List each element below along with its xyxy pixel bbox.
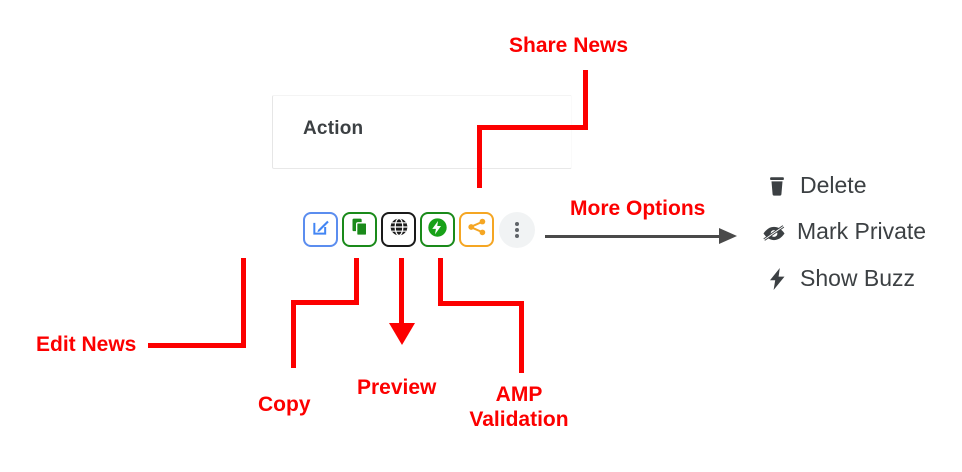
three-dots-vertical-icon xyxy=(515,221,519,239)
amp-connector-segment xyxy=(519,301,524,373)
share-news-connector-segment xyxy=(477,125,482,188)
action-column-card: Action xyxy=(272,95,572,169)
globe-web-icon xyxy=(389,217,409,242)
annotation-more-options: More Options xyxy=(570,197,706,220)
more-options-arrow-shaft xyxy=(545,235,723,238)
share-news-connector-segment xyxy=(583,70,588,130)
annotation-copy: Copy xyxy=(258,393,311,416)
edit-news-button[interactable] xyxy=(303,212,338,247)
preview-arrow-head xyxy=(389,323,415,345)
amp-connector-segment xyxy=(438,258,443,306)
action-column-header: Action xyxy=(303,118,364,139)
share-nodes-icon xyxy=(467,217,487,242)
menu-item-delete[interactable]: Delete xyxy=(760,172,866,199)
annotation-edit-news: Edit News xyxy=(36,333,137,356)
trash-icon xyxy=(760,174,794,198)
amp-circle-bolt-icon xyxy=(427,217,448,243)
copy-connector-segment xyxy=(291,300,296,368)
lightning-bolt-icon xyxy=(760,267,794,291)
more-options-button[interactable] xyxy=(499,212,535,248)
annotation-amp-line1: AMP xyxy=(495,383,543,406)
preview-arrow-shaft xyxy=(399,258,404,330)
edit-news-connector-segment xyxy=(148,343,246,348)
copy-duplicate-icon xyxy=(350,217,370,242)
edit-news-connector-segment xyxy=(241,258,246,348)
menu-item-show-buzz[interactable]: Show Buzz xyxy=(760,265,915,292)
menu-item-label: Delete xyxy=(800,172,867,198)
amp-connector-segment xyxy=(438,301,524,306)
annotation-amp-validation: AMP Validation xyxy=(469,382,569,432)
annotation-amp-line2: Validation xyxy=(469,408,569,431)
annotation-preview: Preview xyxy=(357,376,437,399)
edit-pencil-square-icon xyxy=(311,217,331,242)
copy-connector-segment xyxy=(354,258,359,305)
menu-item-label: Mark Private xyxy=(797,218,927,244)
eye-slash-icon xyxy=(757,220,791,244)
amp-validation-button[interactable] xyxy=(420,212,455,247)
more-options-arrow-head xyxy=(719,228,737,244)
share-news-button[interactable] xyxy=(459,212,494,247)
menu-item-mark-private[interactable]: Mark Private xyxy=(757,218,926,245)
copy-connector-segment xyxy=(291,300,359,305)
menu-item-label: Show Buzz xyxy=(800,265,916,291)
share-news-connector-segment xyxy=(477,125,588,130)
copy-button[interactable] xyxy=(342,212,377,247)
annotation-share-news: Share News xyxy=(509,34,629,57)
preview-button[interactable] xyxy=(381,212,416,247)
